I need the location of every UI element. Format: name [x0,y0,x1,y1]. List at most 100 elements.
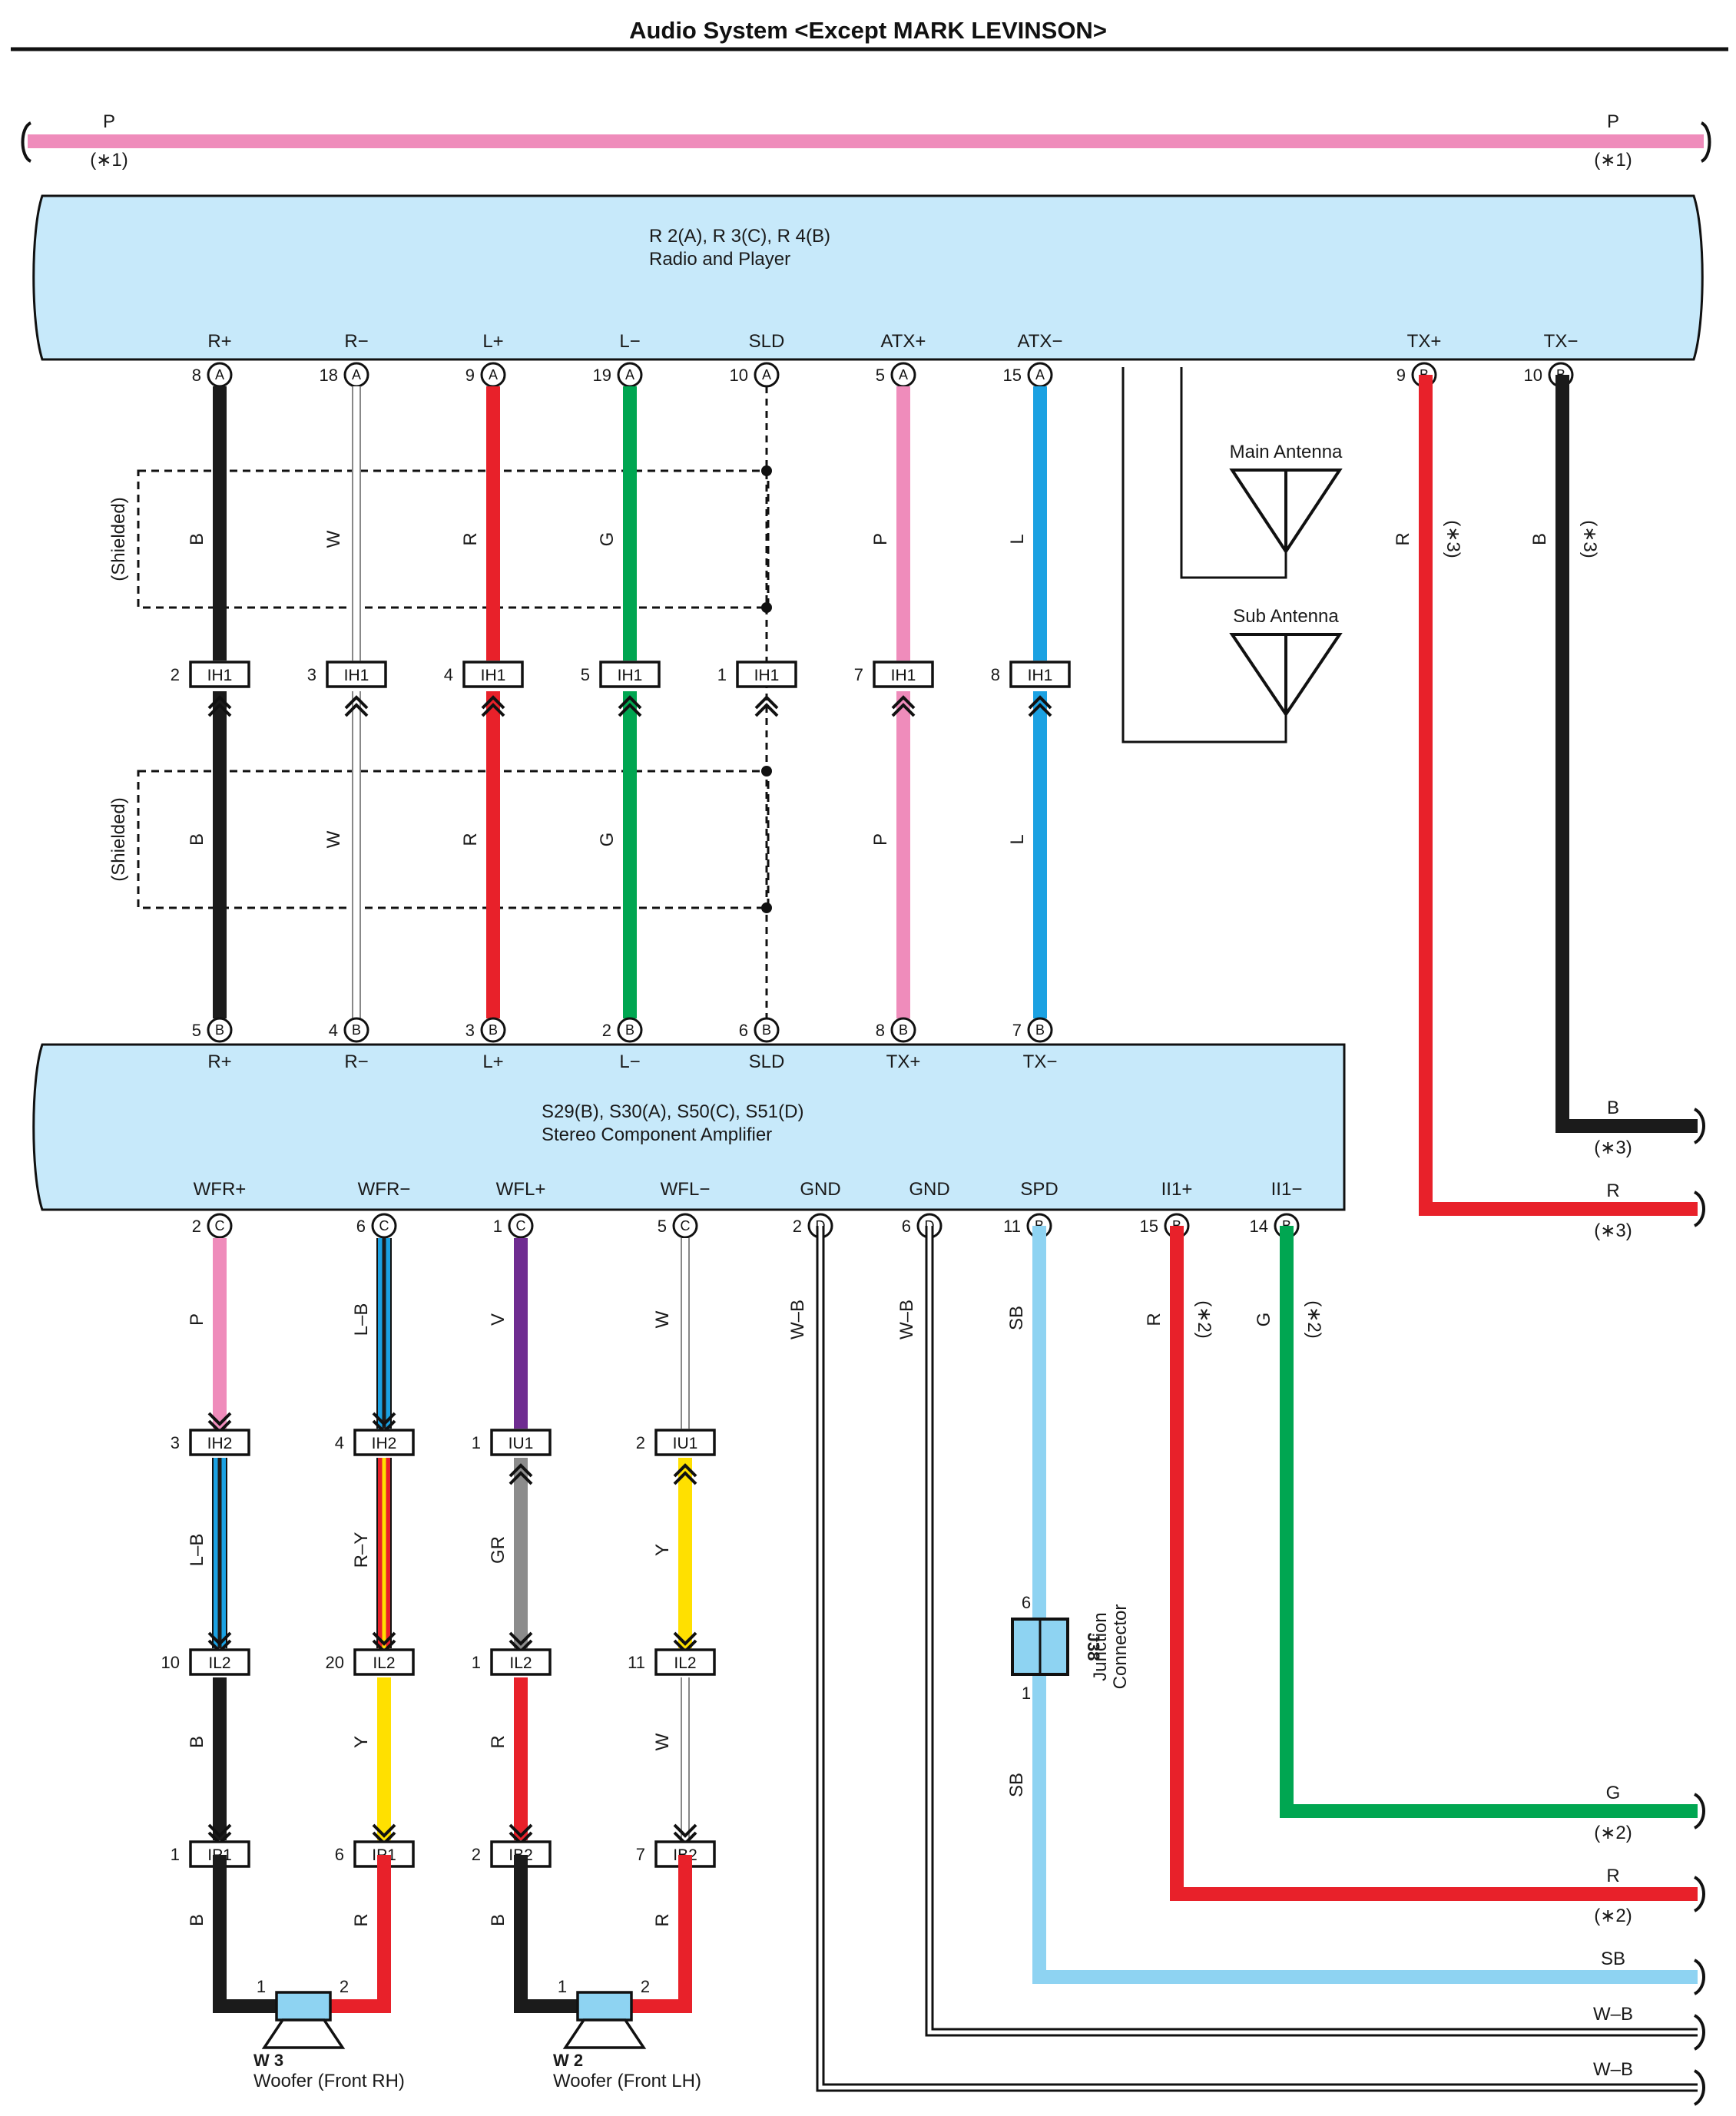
gnd1-color: W–B [787,1300,808,1339]
woofer-seg1-color-0: P [187,1313,207,1326]
amp-top-terminal-4: SLD [749,1051,785,1072]
tx-wires: R (∗3) B (∗3) [1393,375,1698,1216]
woofer-conn1-1-label: IH2 [372,1435,397,1452]
right-exit-note-0: (∗3) [1594,1137,1632,1158]
top-wire-right-label: P [1607,111,1619,132]
woofer-conn1-chevron-3 [673,1463,697,1478]
woofer-conn1-2-box [490,1429,552,1456]
woofer-seg3-color-2: R [488,1735,509,1748]
amp-bottom-terminal-1: WFR− [358,1179,411,1200]
amp-bottom-terminal-7: II1+ [1161,1179,1193,1200]
ii1-minus-color: G [1254,1313,1274,1327]
woofer-conn1-0-label: IH2 [207,1435,233,1452]
woofer-conn2-1-pin: 20 [326,1653,344,1672]
tx-plus-color: R [1393,532,1413,545]
ih1-connector-6-box [1009,661,1071,688]
tx-minus-wire [1555,375,1698,1133]
amp-bottom-terminal-0-pin-circle [207,1213,233,1239]
radio-terminal-5-pin-number: 5 [876,366,885,385]
ih1-chevron-1 [344,695,369,710]
woofer-conn1-1-chevron [372,1412,396,1426]
amp-bottom-terminal-1-pin-circle [371,1213,397,1239]
shield-junction-dot [761,766,772,777]
radio-terminal-2-pin-number: 9 [465,366,475,385]
ih1-connector-5-pin: 7 [854,665,863,684]
ih1-connector-3-label: IH1 [618,667,643,684]
amp-bottom-terminal-3: WFL− [661,1179,711,1200]
radio-code: R 2(A), R 3(C), R 4(B) [649,226,830,247]
right-exit-note-1: (∗3) [1594,1220,1632,1241]
amp-bottom-terminal-5: GND [909,1179,949,1200]
woofer-conn1-chevron2-2 [509,1471,533,1485]
sub-antenna-icon [1229,633,1343,717]
radio-terminal-6-pin-letter: A [1035,367,1045,382]
woofer-rh-name: Woofer (Front RH) [253,2071,405,2091]
woofer-lh-code: W 2 [553,2051,583,2070]
top-wire-right-note: (∗1) [1594,150,1632,171]
radio-terminal-2: L+ [482,331,503,352]
ih1-connector-2-label: IH1 [481,667,506,684]
right-exit-bracket-6 [1693,2069,1705,2106]
lower-wire-color-6: L [1007,834,1028,844]
ih1-connector-5-label: IH1 [891,667,916,684]
woofer-conn2-2-chevron [509,1631,533,1646]
shield-junction-dot [761,465,772,476]
woofer-seg1-color-1: L–B [351,1303,372,1336]
spd-color-top: SB [1006,1306,1027,1330]
j38-code: J38 [1084,1633,1103,1661]
woofer-conn1-chevron-2 [509,1463,533,1478]
tx-minus-color: B [1529,533,1550,545]
woofer-seg1-color-2: V [488,1313,509,1326]
radio-terminal-6-pin-number: 15 [1003,366,1022,385]
ih1-chevron-3 [618,695,642,710]
woofer-conn1-0-chevron [207,1412,232,1426]
lower-wire-color-0: B [187,833,207,846]
amp-top-terminal-2: L+ [482,1051,503,1072]
radio-terminal-5: ATX+ [881,331,926,352]
woofer-conn2-0-chevron [207,1631,232,1646]
right-exit-note-2: (∗2) [1594,1823,1632,1843]
right-exit-label-0: B [1607,1098,1619,1118]
radio-terminal-1-pin-letter: A [352,367,361,382]
gnd2-color: W–B [896,1300,917,1339]
amp-top-terminal-5-pin-letter: B [899,1022,908,1038]
amp-bottom-terminal-3-pin-number: 5 [658,1217,667,1236]
amp-bottom-terminal-6: SPD [1020,1179,1058,1200]
woofer-seg1-color-3: W [652,1310,673,1328]
junction-connector-j38: 6 1 J38 Junction Connector [1011,1593,1131,1703]
woofer-seg3-color-0: B [187,1736,207,1748]
ih1-chevron-5 [891,695,916,710]
woofer-conn1-3-pin: 2 [636,1433,645,1452]
ii1-plus-wire [1170,1226,1698,1901]
speaker-icon [562,1991,647,2049]
lower-wire-color-5: P [870,833,891,846]
right-exit-bracket-3 [1693,1876,1705,1912]
amp-top-terminal-2-pin-number: 3 [465,1021,475,1040]
j38-pin-bottom: 1 [1022,1684,1031,1703]
lower-wire-color-2: R [460,833,481,846]
amp-top-terminal-3-pin-letter: B [625,1022,634,1038]
amp-top-terminal-0-pin-letter: B [215,1022,224,1038]
woofer-conn3-3-pin: 7 [636,1845,645,1864]
woofer-conn1-3-box [654,1429,716,1456]
woofer-conn1-2-pin: 1 [472,1433,481,1452]
ih1-connector-6-label: IH1 [1028,667,1053,684]
amp-top-terminal-2-pin-circle [480,1017,506,1043]
amp-bottom-terminal-5-pin-number: 6 [902,1217,911,1236]
amplifier-box [32,1043,1346,1211]
woofer-conn3-1-chevron [372,1823,396,1838]
radio-terminal-4-pin-letter: A [762,367,771,382]
upper-wire-color-5: P [870,533,891,545]
amp-top-terminal-3: L− [619,1051,640,1072]
woofer-conn2-2-label: IL2 [509,1654,532,1672]
ih1-chevron-0 [207,695,232,710]
ih1-connector-0-pin: 2 [171,665,180,684]
amp-top-terminal-6: TX− [1023,1051,1058,1072]
upper-wire-color-6: L [1007,534,1028,544]
amp-bottom-terminal-8: II1− [1271,1179,1303,1200]
woofer-seg4-color-0: B [187,1914,207,1926]
right-exit-label-4: SB [1601,1949,1625,1969]
radio-terminal-1-pin-number: 18 [320,366,338,385]
tx-plus-note: (∗3) [1443,520,1463,558]
